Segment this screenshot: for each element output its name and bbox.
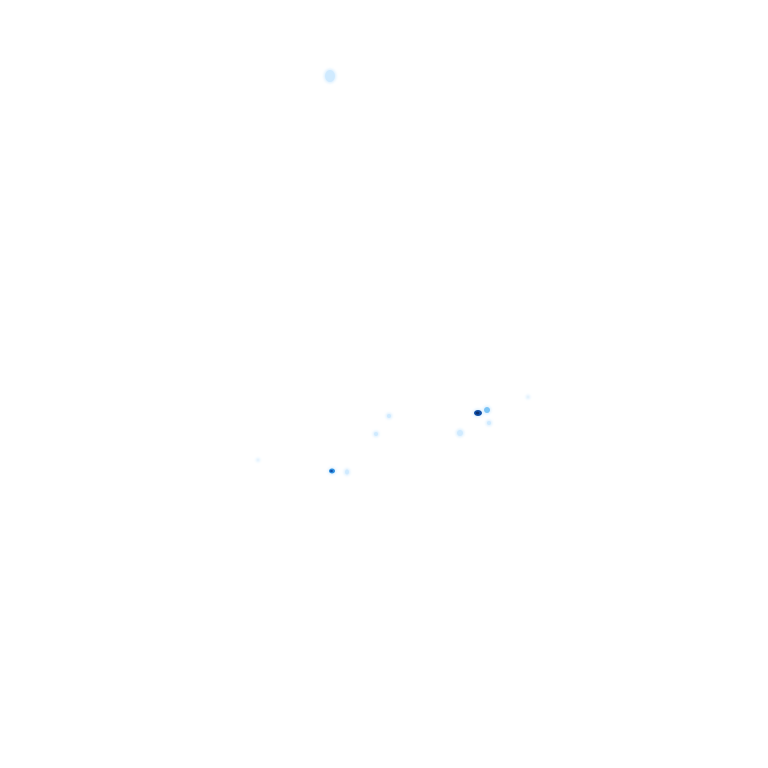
precip-cell-g [372,430,380,438]
precip-core [325,70,335,82]
precip-core [374,432,378,436]
precip-core [387,414,391,418]
precip-cell-e [455,428,465,438]
precip-core [457,430,463,436]
precip-core [527,396,529,398]
precip-core [487,421,491,425]
precip-cell-j [525,394,531,400]
precip-center [475,411,480,415]
precipitation-cells [256,68,531,476]
precip-core [484,407,490,413]
precip-cell-h [327,467,337,475]
precip-cell-d [485,419,493,427]
precip-center [330,469,333,473]
precip-cell-b [472,408,484,418]
precip-core [257,459,259,461]
precip-cell-c [482,405,492,415]
precip-core [345,469,349,475]
precip-cell-f [385,412,393,420]
precip-cell-a [323,68,337,84]
precip-cell-i [343,468,351,476]
precip-cell-k [256,458,260,462]
